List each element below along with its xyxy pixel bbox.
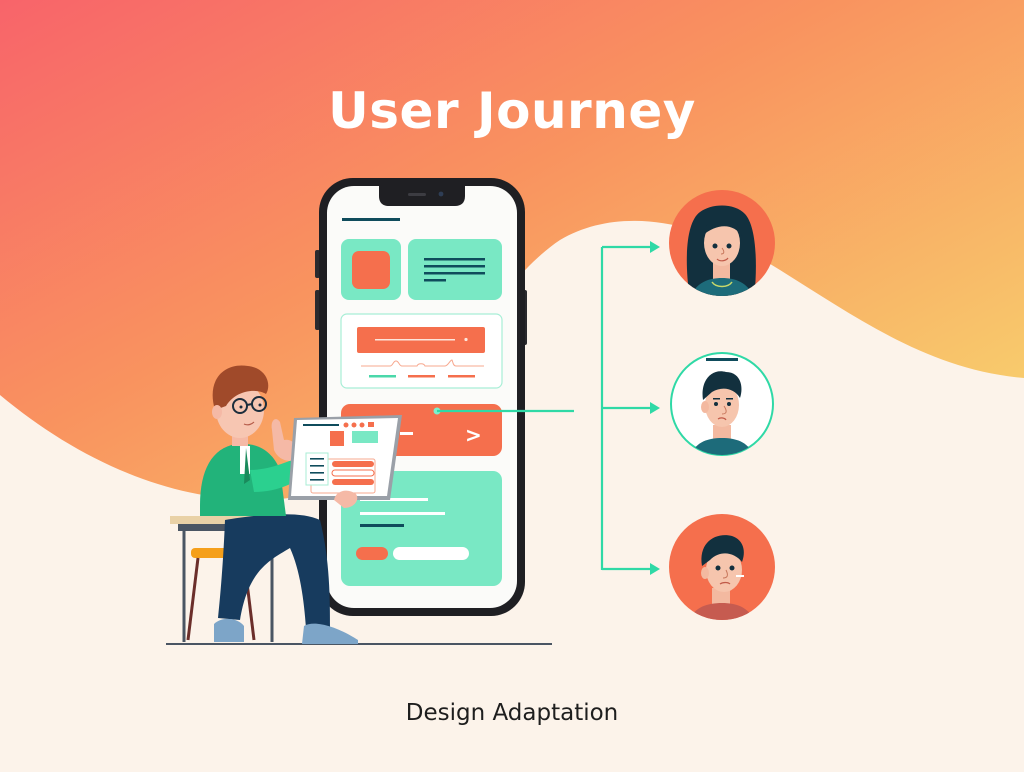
persona-avatar-1[interactable] (669, 190, 775, 300)
persona-avatar-2[interactable] (670, 352, 774, 458)
phone-chip-coral (356, 547, 388, 560)
diagram-caption: Design Adaptation (405, 700, 619, 726)
page-title: User Journey (328, 82, 696, 140)
phone-header-bar (342, 218, 400, 221)
arrow-head-icon (650, 563, 660, 575)
phone-thumb-image (352, 251, 390, 289)
arrow-head-icon (650, 241, 660, 253)
arrow-head-icon (650, 402, 660, 414)
phone-chip-white (393, 547, 469, 560)
tablet-device (288, 415, 402, 500)
phone-cta-arrow: > (465, 423, 482, 447)
phone-text-card (408, 239, 502, 300)
